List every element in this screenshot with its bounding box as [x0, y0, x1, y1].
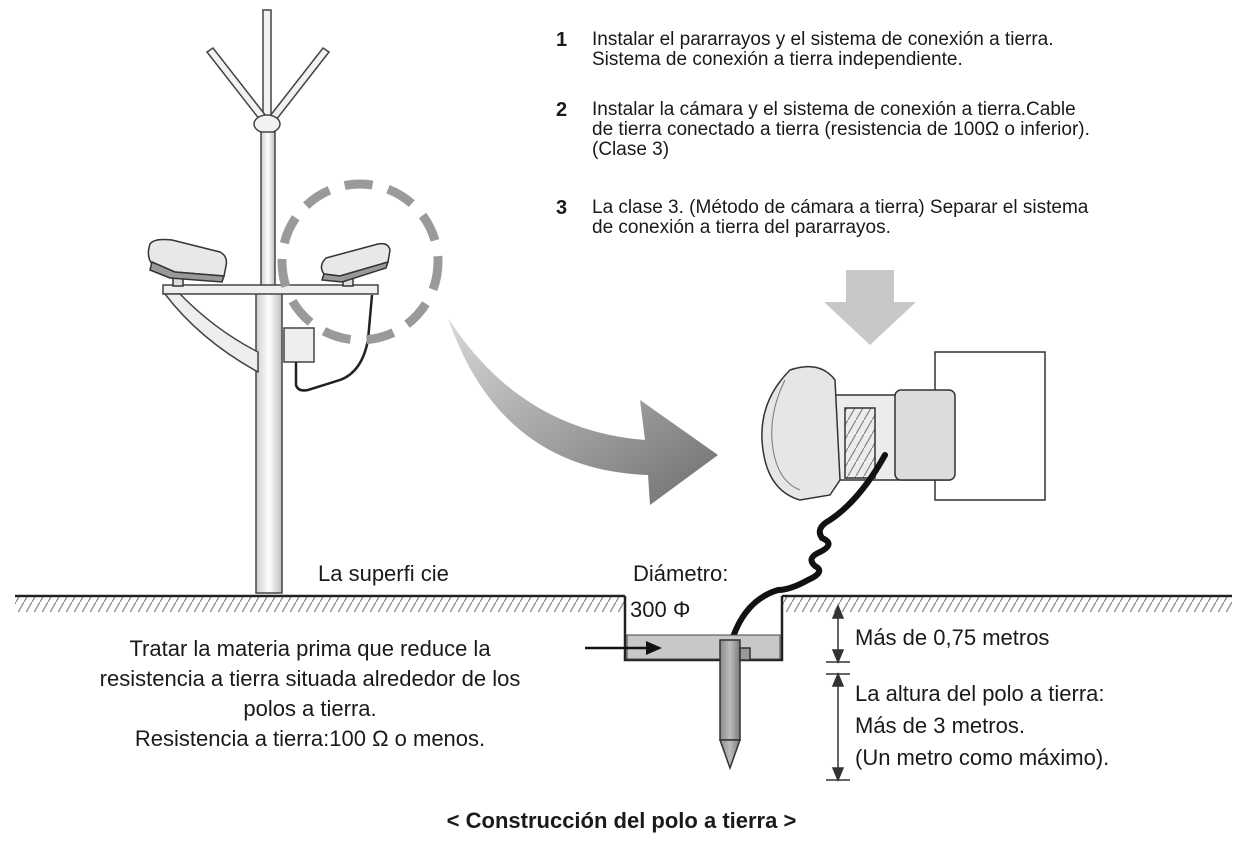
- pointer-arrow-icon: [585, 641, 662, 655]
- treatment-line3: polos a tierra.: [243, 696, 377, 721]
- step-1: 1 Instalar el pararrayos y el sistema de…: [556, 30, 1216, 70]
- step-number: 3: [556, 197, 568, 219]
- step-number: 2: [556, 99, 568, 121]
- treatment-note: Tratar la materia prima que reduce la re…: [30, 634, 590, 754]
- step-text: La clase 3. (Método de cámara a tierra) …: [592, 197, 1089, 238]
- camera-left-icon: [147, 238, 228, 287]
- junction-box: [283, 294, 374, 392]
- rod-height-line3: (Un metro como máximo).: [855, 745, 1110, 770]
- step-2: 2 Instalar la cámara y el sistema de con…: [556, 100, 1216, 160]
- treatment-line4: Resistencia a tierra:100 Ω o menos.: [134, 726, 486, 751]
- depth-label: Más de 0,75 metros: [855, 625, 1050, 650]
- figure-caption: < Construcción del polo a tierra >: [446, 808, 797, 833]
- lightning-rod: [205, 9, 331, 134]
- ground-cable: [729, 452, 888, 643]
- curved-arrow-icon: [448, 318, 718, 505]
- ground-surface: [15, 594, 1232, 662]
- diameter-title: Diámetro:: [633, 561, 729, 586]
- rod-height-line1: La altura del polo a tierra:: [855, 681, 1105, 706]
- diameter-value: 300 Φ: [630, 597, 691, 622]
- rod-height-line2: Más de 3 metros.: [855, 713, 1025, 738]
- camera-right-icon: [320, 242, 391, 287]
- dimension-markers: [826, 604, 850, 782]
- camera-bracket: [162, 284, 379, 374]
- step-text: Instalar la cámara y el sistema de conex…: [592, 99, 1090, 160]
- highlight-circle: [277, 179, 443, 345]
- camera-closeup-icon: [761, 351, 1046, 501]
- step-3: 3 La clase 3. (Método de cámara a tierra…: [556, 198, 1216, 238]
- surface-label: La superfi cie: [318, 561, 449, 586]
- treatment-line1: Tratar la materia prima que reduce la: [129, 636, 491, 661]
- treatment-line2: resistencia a tierra situada alrededor d…: [99, 666, 521, 691]
- down-arrow-icon: [824, 270, 916, 345]
- ground-rod: [718, 639, 751, 771]
- pole: [255, 131, 283, 594]
- step-number: 1: [556, 29, 568, 51]
- step-text: Instalar el pararrayos y el sistema de c…: [592, 29, 1054, 70]
